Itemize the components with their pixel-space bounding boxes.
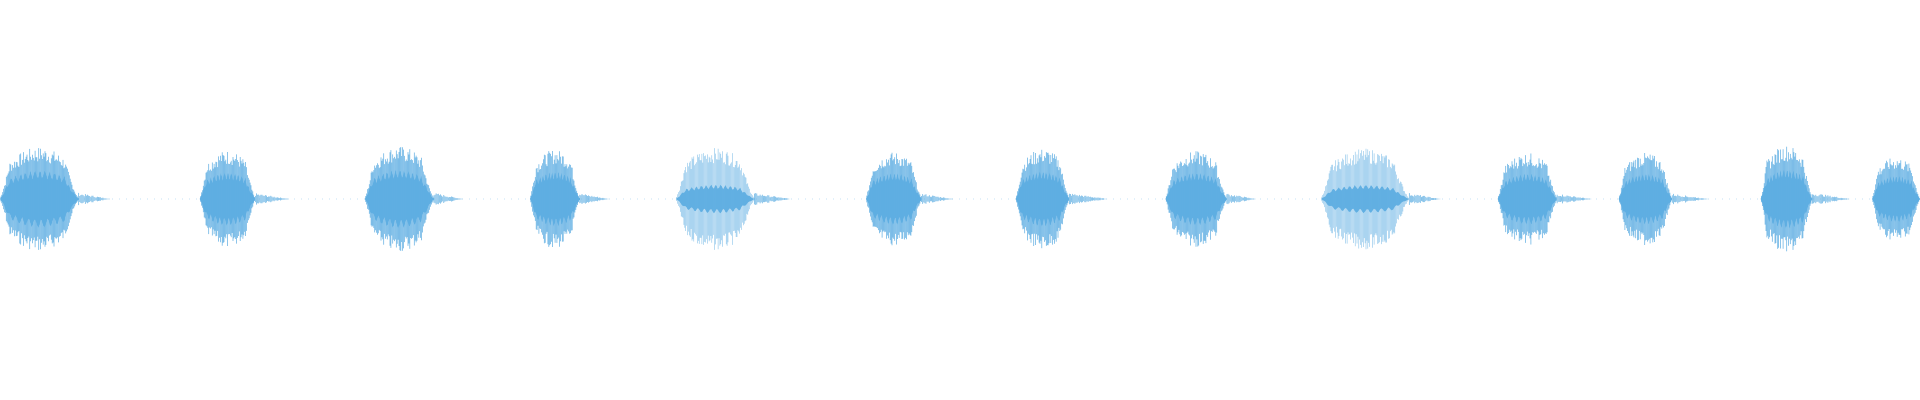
waveform-segment (0, 148, 110, 250)
waveform-segment (199, 152, 289, 246)
waveform-segment (1872, 158, 1920, 240)
waveform-segment (364, 147, 463, 251)
waveform-segment (865, 152, 953, 246)
waveform-segment (1015, 149, 1108, 249)
waveform-segment (1760, 146, 1850, 252)
waveform-segment (675, 148, 791, 250)
waveform-segment (1321, 148, 1441, 250)
waveform-segment (1497, 153, 1592, 245)
waveform-segment (529, 151, 609, 247)
waveform-segment (1165, 151, 1256, 247)
waveform-segment (1618, 153, 1708, 245)
